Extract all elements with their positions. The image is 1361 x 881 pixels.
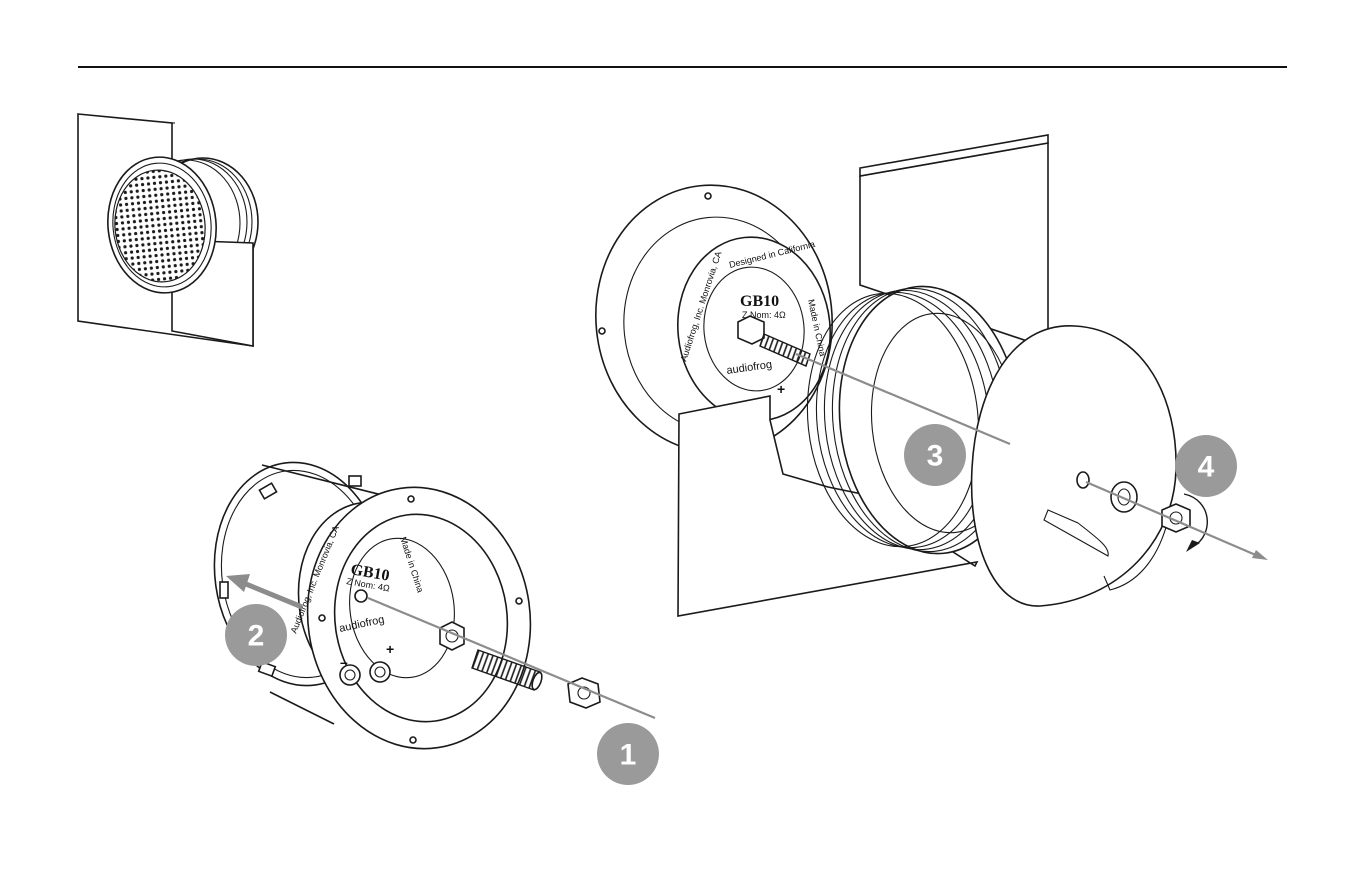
installed-speaker-thumbnail	[78, 114, 258, 346]
right-speaker-assembly: GB10 Z Nom: 4Ω Designed in California Au…	[583, 135, 1208, 616]
right-plus-symbol: +	[777, 381, 785, 397]
svg-text:1: 1	[620, 739, 637, 772]
step-badge-3: 3	[904, 424, 966, 486]
svg-text:4: 4	[1198, 451, 1215, 484]
right-model-label: GB10	[740, 293, 779, 310]
svg-text:2: 2	[248, 620, 265, 653]
step-badge-4: 4	[1175, 435, 1237, 497]
svg-text:3: 3	[927, 440, 944, 473]
left-minus-symbol: –	[340, 654, 348, 670]
step-badge-2: 2	[225, 604, 287, 666]
step-badge-1: 1	[597, 723, 659, 785]
left-plus-symbol: +	[386, 641, 394, 657]
